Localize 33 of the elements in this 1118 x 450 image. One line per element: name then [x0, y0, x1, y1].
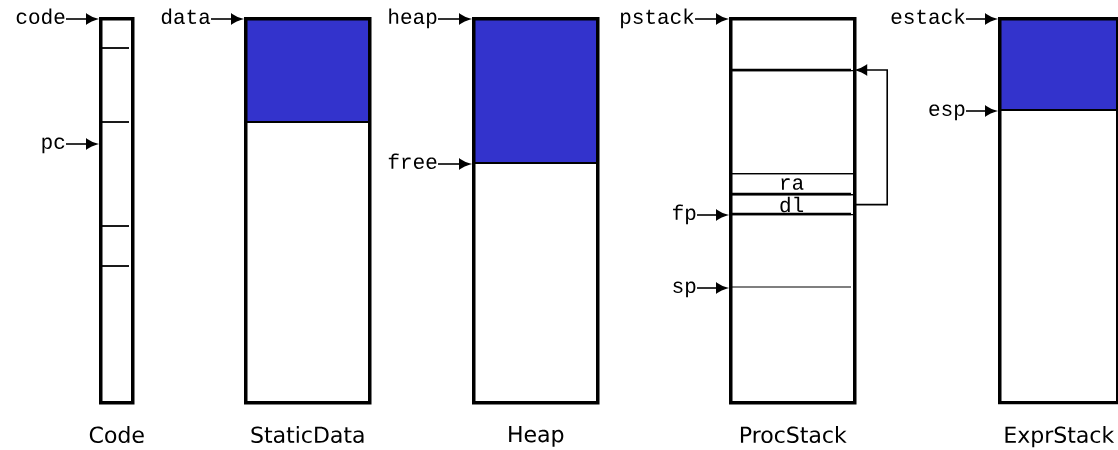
node-label: ProcStack: [740, 426, 847, 444]
pointer-label: sp: [673, 281, 696, 298]
pointer-label: pstack: [621, 8, 694, 29]
arrow: [696, 209, 728, 221]
node-label: ExprStack: [1005, 426, 1115, 448]
stack-cell: dl: [729, 194, 855, 216]
memory-block: Heap: [471, 17, 600, 447]
memory-block: ExprStack: [997, 17, 1118, 448]
pointer-label: fp: [673, 204, 696, 225]
stack-cell: ra: [729, 173, 855, 196]
node-label: StaticData: [251, 426, 364, 444]
arrow: [965, 105, 997, 117]
memory-block: StaticData: [243, 17, 372, 444]
pointer-label: estack: [891, 8, 965, 24]
pointer-label: data: [161, 8, 211, 25]
arrow: [437, 158, 471, 170]
arrow: [65, 13, 98, 25]
arrow: [965, 13, 997, 25]
arrow: [210, 13, 243, 25]
memory-block: Code: [89, 17, 144, 444]
arrow: [437, 13, 471, 25]
stack-slot: [729, 70, 855, 175]
arrow: [853, 64, 888, 206]
pointer-label: heap: [389, 8, 437, 29]
arrow: [696, 282, 728, 294]
pointer-label: pc: [42, 137, 65, 154]
arrow: [65, 138, 98, 150]
arrow: [694, 13, 728, 25]
node-label: Heap: [509, 426, 564, 447]
pointer-label: esp: [929, 104, 965, 121]
pointer-label: free: [388, 153, 437, 169]
pointer-label: code: [16, 8, 65, 25]
node-label: Code: [89, 426, 144, 444]
